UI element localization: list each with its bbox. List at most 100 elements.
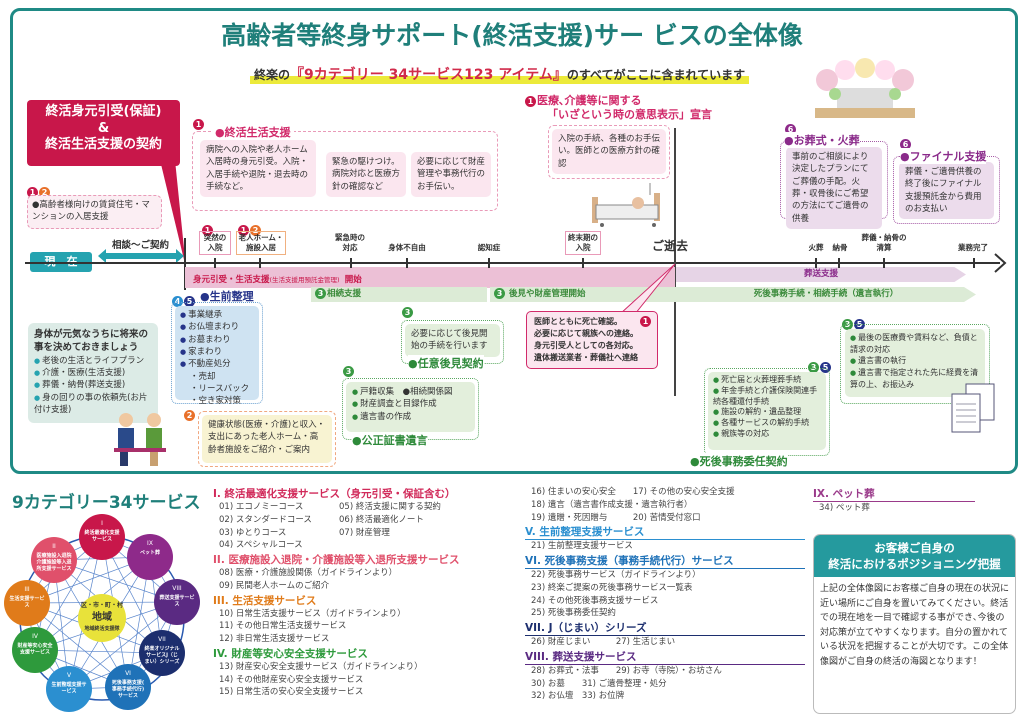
service-item: 08) 医療・介護施設関係（ガイドラインより） — [219, 568, 398, 578]
life-support-box: 必要に応じて財産管理や事務代行のお手伝い。 — [411, 152, 491, 197]
subtitle-pre: 終楽の — [254, 68, 291, 82]
list-item: ・空き家対策 — [190, 396, 242, 407]
medical-text: 入院の手続、各種のお手伝い。医師との医療方針の確認 — [552, 129, 666, 174]
list-item: 親族等の対応 — [713, 429, 821, 440]
list-item: 家まわり — [180, 346, 254, 358]
category-node[interactable] — [154, 579, 200, 625]
category-node-label: 財産等安心安全 — [16, 642, 53, 649]
category-diagram: 区・市・町・村地域地域終活支援隊I終活最適化支援サービスIXペット葬VIII葬送… — [4, 514, 200, 712]
category-node-number: VII — [158, 636, 166, 643]
medical-heading-line: 医療､介護等に関する — [537, 94, 642, 107]
category-node-label: サービス — [118, 692, 138, 699]
service-item: 25) 死後事務委任契約 — [531, 608, 616, 619]
event-emergency: 緊急時の対応 — [335, 233, 365, 252]
number-badge: 2 — [184, 410, 195, 421]
event-cremation: 火葬 — [808, 243, 824, 252]
list-item: 身の回りの事の依頼先(お片付け支援) — [34, 392, 152, 417]
list-item: 死亡届と火葬埋葬手続 — [713, 375, 821, 386]
subtitle: 終楽の『9カテゴリー 34サービス123 アイテム』のすべてがここに含まれていま… — [250, 64, 750, 84]
category-node[interactable] — [46, 666, 92, 712]
death-line-text: 必要に応じて親族への連絡。 — [534, 329, 638, 338]
service-item: 28) お葬式・法事 29) お寺（寺院）・お坊さん — [531, 665, 722, 676]
number-badge: 4 — [172, 296, 183, 307]
medical-box: 入院の手続、各種のお手伝い。医師との医療方針の確認 — [548, 125, 670, 179]
number-badge: 5 — [184, 296, 195, 307]
category-items: 08) 医療・介護施設関係（ガイドラインより）09) 民間老人ホームのご紹介 — [213, 567, 523, 593]
number-badge: 3 — [494, 288, 505, 299]
service-item: 02) スタンダードコース — [219, 514, 312, 525]
category-node[interactable] — [4, 580, 50, 626]
tick — [406, 258, 408, 268]
category-node-number: III — [24, 586, 30, 593]
band-funeral-support: 葬送支援 — [676, 267, 966, 282]
service-item: 13) 財産安心安全支援サービス（ガイドラインより） — [219, 661, 423, 672]
category-node-label: サービスJ（じ — [146, 652, 178, 659]
list-item: 遺言書の執行 — [850, 355, 980, 367]
category-node[interactable] — [127, 534, 173, 580]
life-support-group — [192, 131, 498, 211]
category-node-number: IX — [147, 540, 153, 547]
consult-label: 相談〜ご契約 — [112, 240, 170, 251]
final-support-heading: ●ファイナル支援 — [900, 148, 987, 164]
consult-arrow — [98, 249, 184, 263]
subtitle-post: のすべてがここに含まれています — [566, 68, 746, 82]
category-node-number: II — [52, 543, 56, 550]
tick — [582, 258, 584, 268]
list-item: 介護・医療(生活支援) — [34, 367, 152, 379]
positioning-text: 上記の全体像図にお客様ご自身の現在の状況に近い場所にご自身を置いてみてください。… — [820, 584, 1010, 667]
category-node-number: V — [67, 672, 72, 679]
category-title-5: V. 生前整理支援サービス — [525, 524, 805, 541]
category-items: 21) 生前整理支援サービス — [525, 540, 805, 553]
list-item: 葬儀・納骨(葬送支援) — [34, 379, 152, 391]
list-item: 最後の医療費や賃料など、負債と請求の対応 — [850, 332, 980, 355]
service-item: 22) 死後事務サービス（ガイドラインより） — [531, 570, 701, 580]
event-terminal-hospitalization: 終末期の入院 — [565, 231, 601, 255]
life-support-box: 緊急の駆けつけ。病院対応と医療方針の確認など — [326, 152, 406, 197]
consultation-illustration-icon — [114, 413, 166, 466]
tick — [815, 258, 817, 268]
service-item: 11) その他日常生活支援サービス — [219, 621, 347, 632]
category-node[interactable] — [139, 630, 185, 676]
number-badge: 1 — [640, 316, 651, 327]
number-badge: 3 — [343, 366, 354, 377]
service-item: 12) 非日常生活支援サービス — [219, 634, 330, 644]
list-item: 施設の解約・遺品整理 — [713, 407, 821, 418]
band-guardianship: 3 後見や財産管理開始 — [490, 287, 676, 302]
positioning-title: お客様ご自身の — [874, 541, 955, 555]
list-item: お墓まわり — [180, 334, 254, 346]
category-node-label: 終活最適化支援 — [84, 529, 120, 536]
category-node[interactable] — [105, 664, 151, 710]
contract-line: 終活身元引受(保証) — [45, 104, 162, 119]
list-item: 遺言書で指定された先に経費を清算の上、お振込み — [850, 367, 980, 390]
healthy-advice-list: 老後の生活とライフプラン介護・医療(生活支援)葬儀・納骨(葬送支援)身の回りの事… — [34, 355, 152, 417]
number-badge: 1 — [27, 187, 38, 198]
medical-heading-line: 「いざという時の意思表示」宣言 — [547, 108, 712, 121]
timeline-arrowhead-icon — [994, 253, 1007, 273]
number-badge: 1 — [193, 119, 204, 130]
band-label: 開始 — [344, 275, 362, 285]
category-items: 13) 財産安心安全支援サービス（ガイドラインより） 14) その他財産安心安全支… — [213, 661, 523, 699]
number-badge: 2 — [250, 225, 261, 236]
funeral-heading: ●お葬式・火葬 — [784, 132, 860, 148]
tick — [883, 258, 885, 268]
category-node-label: ービス — [61, 688, 76, 695]
category-node[interactable] — [12, 627, 58, 673]
service-item: 01) エコノミーコース — [219, 502, 304, 512]
category-node[interactable] — [79, 514, 125, 560]
facility-box: 健康状態(医療・介護)と収入・支出にあった老人ホーム・高齢者施設をご紹介・ご案内 — [198, 411, 336, 467]
service-item: 14) その他財産安心安全支援サービス — [219, 674, 364, 685]
death-line-text: 医師とともに死亡確認。 — [534, 317, 622, 326]
category-node[interactable] — [31, 537, 77, 583]
band-note: (生活支援用預託金管理) — [269, 276, 340, 284]
event-dementia: 認知症 — [477, 243, 501, 252]
category-items: 26) 財産じまい 27) 生活じまい — [525, 636, 805, 649]
tick — [973, 258, 975, 268]
contract-start-line — [184, 238, 186, 290]
page-title: 高齢者等終身サポート(終活支援)サー ビスの全体像 — [221, 21, 803, 50]
number-badge: 3 — [402, 307, 413, 318]
seizen-heading: ●生前整理 — [200, 290, 254, 303]
